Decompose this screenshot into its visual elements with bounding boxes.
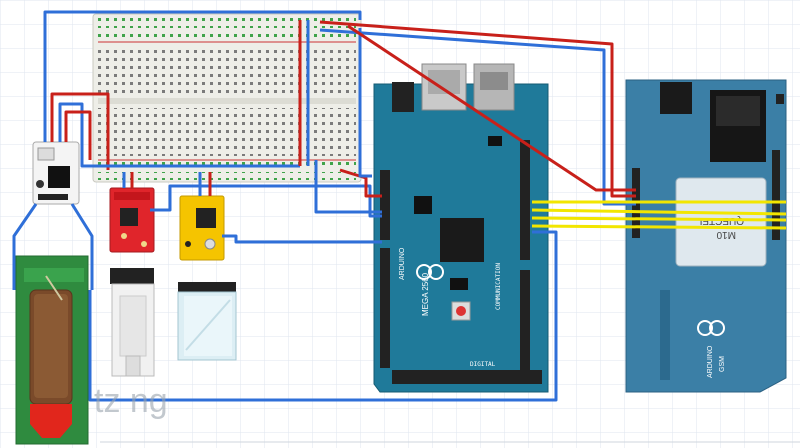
fritzing-watermark: tz ng <box>94 382 168 420</box>
gsm-shield-label: GSM <box>719 356 726 372</box>
gsm-infinity-logo-icon <box>697 320 713 336</box>
gsm-shield-board: QUECTEL M10 ARDUINO GSM <box>625 79 787 393</box>
reset-button-icon <box>456 306 466 316</box>
breadboard <box>92 13 362 183</box>
mega-digital-label: DIGITAL <box>470 361 496 368</box>
arduino-mega-board: MEGA 2560 ARDUINO COMMUNICATION DIGITAL <box>373 63 549 393</box>
yellow-sensor-board <box>177 195 237 361</box>
arduino-infinity-logo-icon <box>416 264 432 280</box>
mega-brand-label: ARDUINO <box>399 247 406 280</box>
mega-comm-label: COMMUNICATION <box>495 263 502 310</box>
red-sensor-board <box>109 187 155 377</box>
gsm-brand-label: ARDUINO <box>707 345 714 378</box>
wires <box>12 10 787 402</box>
relay-module <box>32 141 80 205</box>
mega-model-label: MEGA 2560 <box>421 272 430 316</box>
solenoid-valve <box>15 255 89 445</box>
gsm-module-model: M10 <box>716 229 736 240</box>
